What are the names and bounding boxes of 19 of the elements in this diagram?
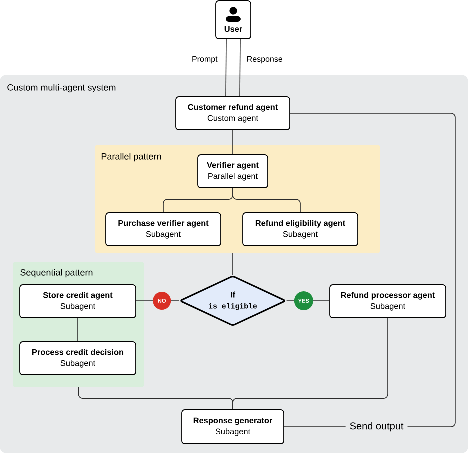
edge-label: Send output xyxy=(346,418,408,436)
connector-line xyxy=(232,130,234,155)
process-box: Store credit agent Subagent xyxy=(20,284,136,318)
process-box: Customer refund agent Custom agent xyxy=(176,96,290,130)
process-box: Refund processor agent Subagent xyxy=(330,284,446,318)
connector-line xyxy=(232,188,301,213)
connector-line xyxy=(232,253,234,276)
process-box: Purchase verifier agent Subagent xyxy=(106,212,222,246)
process-box: Response generator Subagent xyxy=(182,410,284,444)
connector-line xyxy=(226,39,227,97)
process-box: Refund eligibility agent Subagent xyxy=(242,212,358,246)
process-box: Verifier agent Parallel agent xyxy=(198,154,268,188)
connector-line xyxy=(240,39,241,97)
connector-line xyxy=(232,318,388,410)
connector-line xyxy=(284,113,456,428)
edge-label: Prompt xyxy=(192,56,218,64)
edge-label: Response xyxy=(248,56,283,64)
user-box: User xyxy=(216,0,252,40)
process-box: Process credit decision Subagent xyxy=(20,342,136,376)
